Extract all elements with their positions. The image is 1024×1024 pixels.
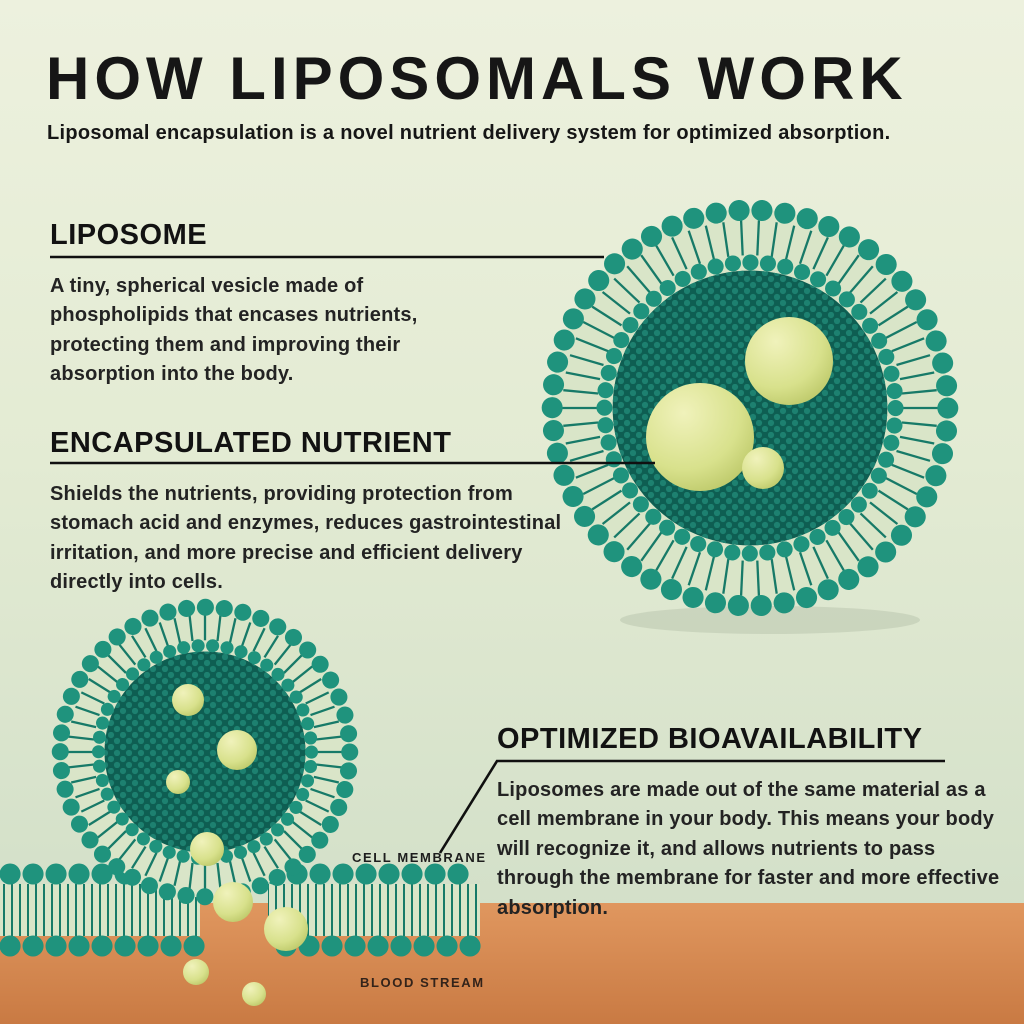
liposome-body: A tiny, spherical vesicle made of phosph…: [50, 275, 418, 386]
nutrient-sphere: [166, 770, 190, 794]
optimized-bioavailability-body: Liposomes are made out of the same mater…: [497, 779, 1000, 919]
nutrient-sphere: [183, 959, 209, 985]
optimized-bioavailability-heading: OPTIMIZED BIOAVAILABILITY: [497, 723, 923, 755]
connector-underline-bioavailability: [438, 759, 945, 854]
section-optimized-bioavailability: OPTIMIZED BIOAVAILABILITY Liposomes are …: [497, 723, 1017, 923]
liposome-heading: LIPOSOME: [50, 219, 208, 251]
large-liposome-illustration: [541, 199, 959, 617]
nutrient-sphere: [213, 882, 253, 922]
page-title: HOW LIPOSOMALS WORK: [46, 45, 908, 112]
cell-membrane-label: CELL MEMBRANE: [352, 850, 487, 865]
nutrient-sphere: [646, 383, 754, 491]
encapsulated-nutrient-body: Shields the nutrients, providing protect…: [50, 483, 562, 594]
page-subtitle: Liposomal encapsulation is a novel nutri…: [47, 122, 891, 144]
nutrient-sphere: [217, 730, 257, 770]
section-liposome: LIPOSOME A tiny, spherical vesicle made …: [50, 219, 505, 390]
connector-lines: [50, 255, 945, 854]
nutrient-sphere: [242, 982, 266, 1006]
liposome-shadow: [620, 606, 920, 634]
blood-stream-label: BLOOD STREAM: [360, 975, 485, 990]
small-liposome-illustration: [51, 598, 359, 906]
nutrient-sphere: [172, 684, 204, 716]
nutrient-spheres-passing: [183, 832, 308, 1006]
nutrient-sphere: [745, 317, 833, 405]
encapsulated-nutrient-heading: ENCAPSULATED NUTRIENT: [50, 427, 452, 459]
nutrient-sphere: [742, 447, 784, 489]
nutrient-sphere: [190, 832, 224, 866]
nutrient-sphere: [264, 907, 308, 951]
section-encapsulated-nutrient: ENCAPSULATED NUTRIENT Shields the nutrie…: [50, 427, 565, 598]
